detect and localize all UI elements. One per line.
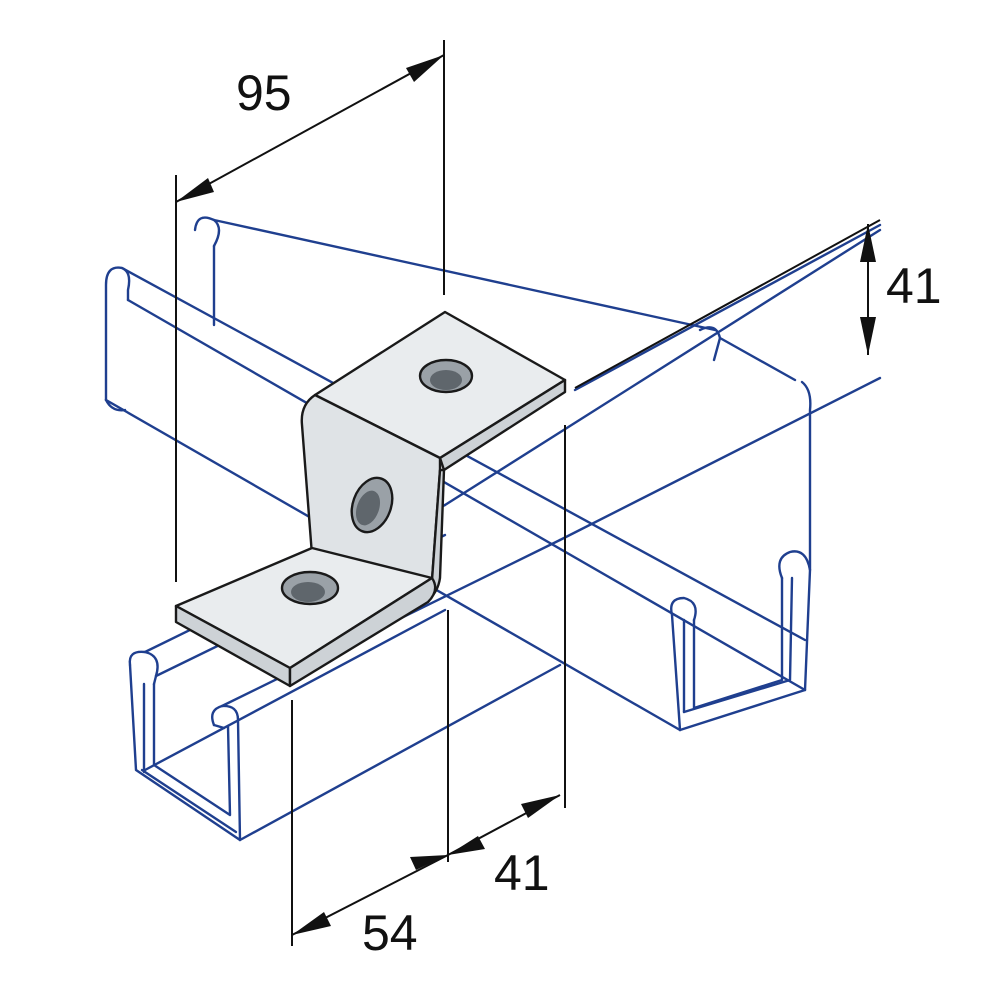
rear-strut-channel — [104, 216, 812, 732]
dim-label-lower-flange: 54 — [362, 905, 418, 961]
front-strut-channel — [128, 223, 882, 842]
dim-label-upper-flange: 41 — [494, 845, 550, 901]
dimension-flanges — [291, 430, 566, 946]
dim-label-overall-length: 95 — [236, 65, 292, 121]
z-bracket-plate — [174, 310, 567, 688]
dim-label-height: 41 — [886, 258, 942, 314]
dimension-overall-length — [175, 40, 445, 582]
